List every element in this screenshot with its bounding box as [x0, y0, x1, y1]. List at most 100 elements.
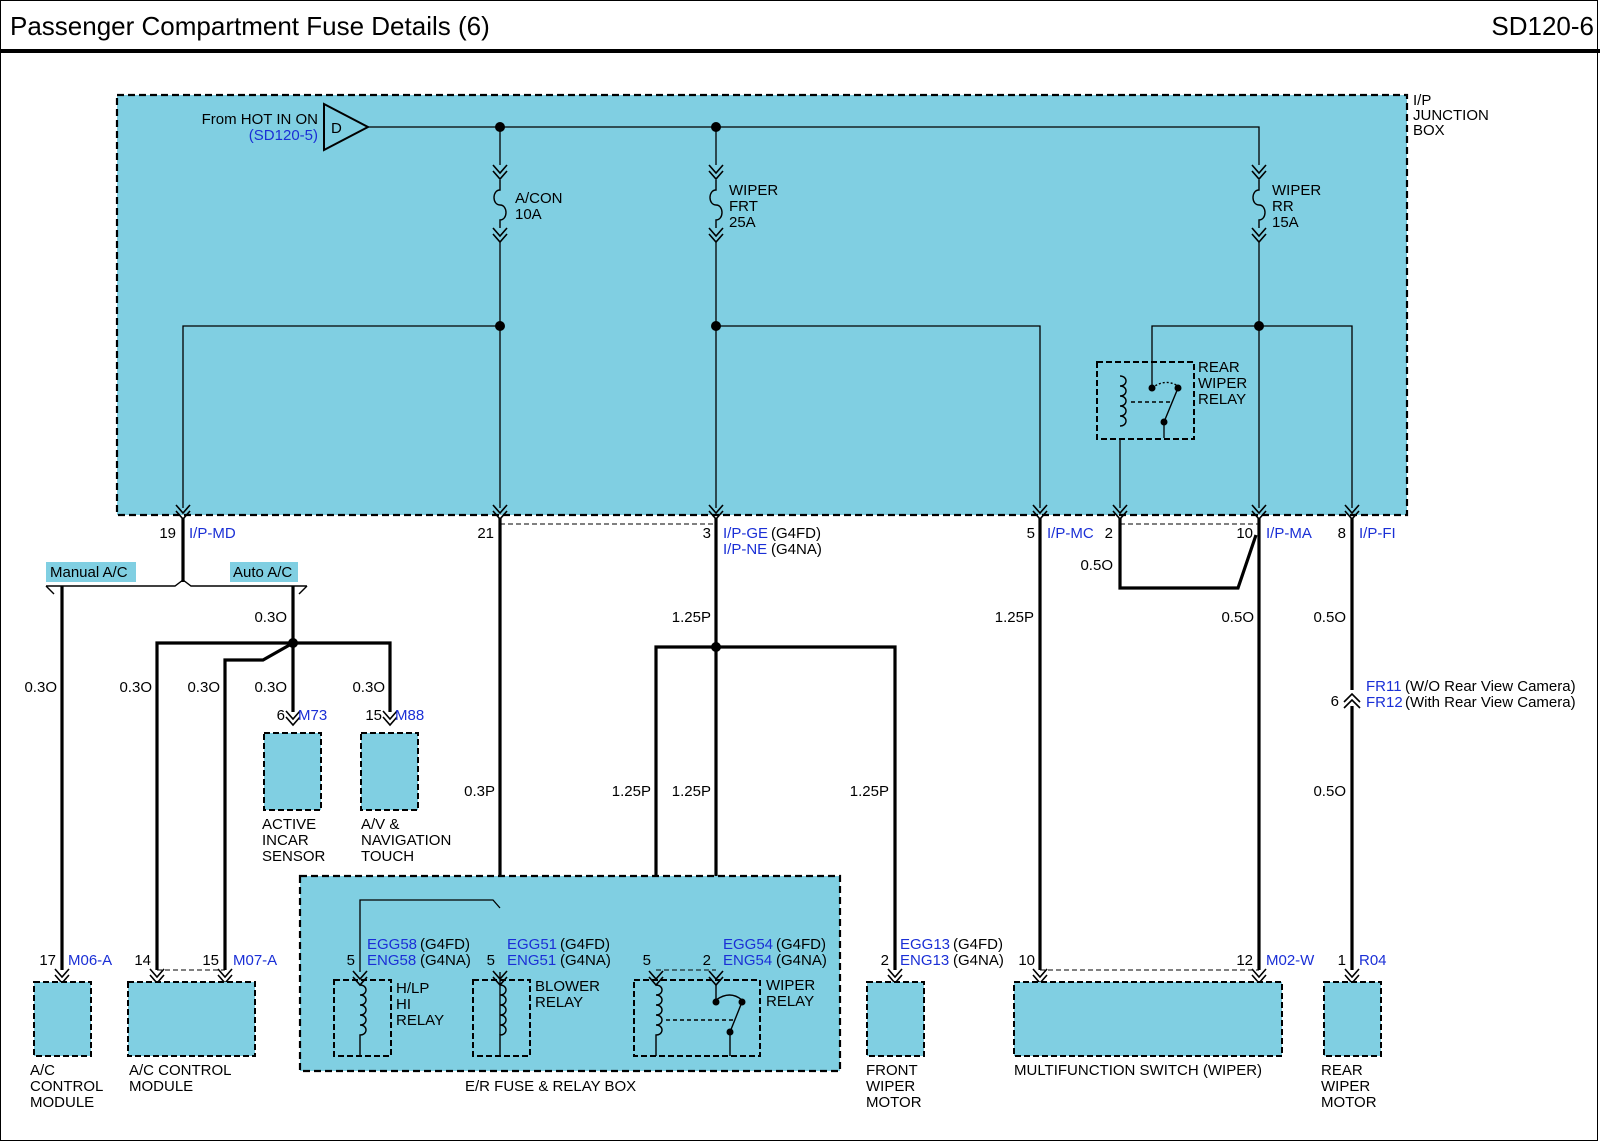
wiper-relay-label-2: RELAY [766, 993, 814, 1010]
ip-junction-box-name-line2: JUNCTION [1413, 107, 1489, 124]
wire-spec: 1.25P [850, 783, 889, 800]
jb-conn-ip-mc[interactable]: I/P-MC [1047, 525, 1094, 542]
jb-conn-ip-ge[interactable]: I/P-GE [723, 525, 768, 542]
source-connector-d: D [331, 120, 342, 137]
page-code: SD120-6 [1491, 11, 1594, 41]
m07a-conn[interactable]: M07-A [233, 952, 277, 969]
er-conn-egg58-engine: (G4FD) [420, 936, 470, 953]
fuse-a-con-symbol [492, 164, 508, 243]
sensor-m73-pin: 6 [277, 707, 285, 724]
rear-wiper-pin: 1 [1338, 952, 1346, 969]
fuse-wiper-rr-label-3: 15A [1272, 214, 1299, 231]
rear-wiper-relay-label-2: WIPER [1198, 375, 1247, 392]
jb-pin-3: 3 [703, 525, 711, 542]
jb-pin-8: 8 [1338, 525, 1346, 542]
blower-relay-label-2: RELAY [535, 994, 583, 1011]
front-wiper-conn-eng13[interactable]: ENG13 [900, 952, 949, 969]
ac-control-module-m07a [127, 968, 256, 1057]
er-conn-egg58[interactable]: EGG58 [367, 936, 417, 953]
er-conn-eng51[interactable]: ENG51 [507, 952, 556, 969]
fr-pin-6: 6 [1331, 693, 1339, 710]
sensor-m73-name-1: ACTIVE [262, 816, 316, 833]
blower-relay-label-1: BLOWER [535, 978, 600, 995]
er-conn-eng54[interactable]: ENG54 [723, 952, 772, 969]
wire-spec: 0.3P [464, 783, 495, 800]
rear-wiper-name-3: MOTOR [1321, 1094, 1377, 1111]
fr11-fr12-connector [1343, 692, 1361, 709]
wiper-relay-label-1: WIPER [766, 977, 815, 994]
m06a-name-2: CONTROL [30, 1078, 103, 1095]
m06a-conn[interactable]: M06-A [68, 952, 112, 969]
front-wiper-conn-egg13[interactable]: EGG13 [900, 936, 950, 953]
jb-pin-2: 2 [1105, 525, 1113, 542]
header-divider [0, 49, 1600, 53]
hlp-relay-label-1: H/LP [396, 980, 429, 997]
er-conn-egg54-engine: (G4FD) [776, 936, 826, 953]
er-conn-eng58[interactable]: ENG58 [367, 952, 416, 969]
mfs-name: MULTIFUNCTION SWITCH (WIPER) [1014, 1062, 1262, 1079]
m07a-pin-15: 15 [202, 952, 219, 969]
er-hlp-pin: 5 [347, 952, 355, 969]
active-incar-sensor [263, 710, 322, 811]
rear-wiper-relay-label-1: REAR [1198, 359, 1240, 376]
rear-wiper-relay [1096, 361, 1195, 440]
fuse-wiper-frt-label-2: FRT [729, 198, 758, 215]
er-conn-eng54-engine: (G4NA) [776, 952, 827, 969]
m07a-name-2: MODULE [129, 1078, 193, 1095]
ip-junction-box: I/P JUNCTION BOX [115, 92, 1489, 517]
er-fuse-relay-box [298, 874, 842, 1073]
jb-pin-21: 21 [477, 525, 494, 542]
fuse-wiper-frt-symbol [708, 164, 724, 243]
wire-spec: 1.25P [995, 609, 1034, 626]
er-conn-egg51[interactable]: EGG51 [507, 936, 557, 953]
wire-spec: 0.5O [1080, 557, 1113, 574]
jb-conn-ip-ne[interactable]: I/P-NE [723, 541, 767, 558]
page-title: Passenger Compartment Fuse Details (6) [10, 11, 490, 41]
wire-spec: 0.5O [1313, 783, 1346, 800]
er-conn-egg51-engine: (G4FD) [560, 936, 610, 953]
m07a-pin-14: 14 [134, 952, 151, 969]
wiper-relay [633, 970, 761, 1057]
rear-wiper-relay-contacts [1148, 384, 1182, 426]
wire-spec: 0.3O [352, 679, 385, 696]
fuse-wiper-rr-label-2: RR [1272, 198, 1294, 215]
sensor-m73-conn[interactable]: M73 [298, 707, 327, 724]
jb-conn-ip-ne-engine: (G4NA) [771, 541, 822, 558]
sensor-m88-name-2: NAVIGATION [361, 832, 451, 849]
fuse-wiper-frt-label-1: WIPER [729, 182, 778, 199]
jb-conn-ip-fi[interactable]: I/P-FI [1359, 525, 1396, 542]
jb-pin-19: 19 [159, 525, 176, 542]
front-wiper-conn-eng13-engine: (G4NA) [953, 952, 1004, 969]
wire-spec: 0.3O [119, 679, 152, 696]
rear-wiper-conn[interactable]: R04 [1359, 952, 1387, 969]
jb-conn-ip-md[interactable]: I/P-MD [189, 525, 236, 542]
wiper-relay-contacts [712, 998, 746, 1036]
wire-spec: 0.3O [187, 679, 220, 696]
fuse-wiper-frt-label-3: 25A [729, 214, 756, 231]
rear-wiper-motor [1323, 968, 1382, 1057]
front-wiper-pin: 2 [881, 952, 889, 969]
front-wiper-name-1: FRONT [866, 1062, 918, 1079]
er-wiper-pin-a: 5 [643, 952, 651, 969]
jb-conn-ip-ma[interactable]: I/P-MA [1266, 525, 1312, 542]
sensor-m73-name-3: SENSOR [262, 848, 326, 865]
er-conn-egg54[interactable]: EGG54 [723, 936, 773, 953]
sensor-m88-name-3: TOUCH [361, 848, 414, 865]
external-junction-dots [288, 638, 721, 652]
wire-spec: 1.25P [672, 609, 711, 626]
fr11-code[interactable]: FR11 [1366, 678, 1402, 695]
front-wiper-motor [866, 968, 925, 1057]
front-wiper-conn-egg13-engine: (G4FD) [953, 936, 1003, 953]
source-label: From HOT IN ON [202, 111, 318, 128]
hot-in-on-source: D From HOT IN ON (SD120-5) [202, 102, 371, 152]
mfs-conn[interactable]: M02-W [1266, 952, 1315, 969]
fr12-code[interactable]: FR12 [1366, 694, 1403, 711]
jb-pin-10: 10 [1236, 525, 1253, 542]
front-wiper-name-2: WIPER [866, 1078, 915, 1095]
option-manual-ac-label: Manual A/C [50, 564, 128, 581]
sensor-m88-conn[interactable]: M88 [395, 707, 424, 724]
source-ref-link[interactable]: (SD120-5) [249, 127, 318, 144]
er-box-name: E/R FUSE & RELAY BOX [465, 1078, 636, 1095]
